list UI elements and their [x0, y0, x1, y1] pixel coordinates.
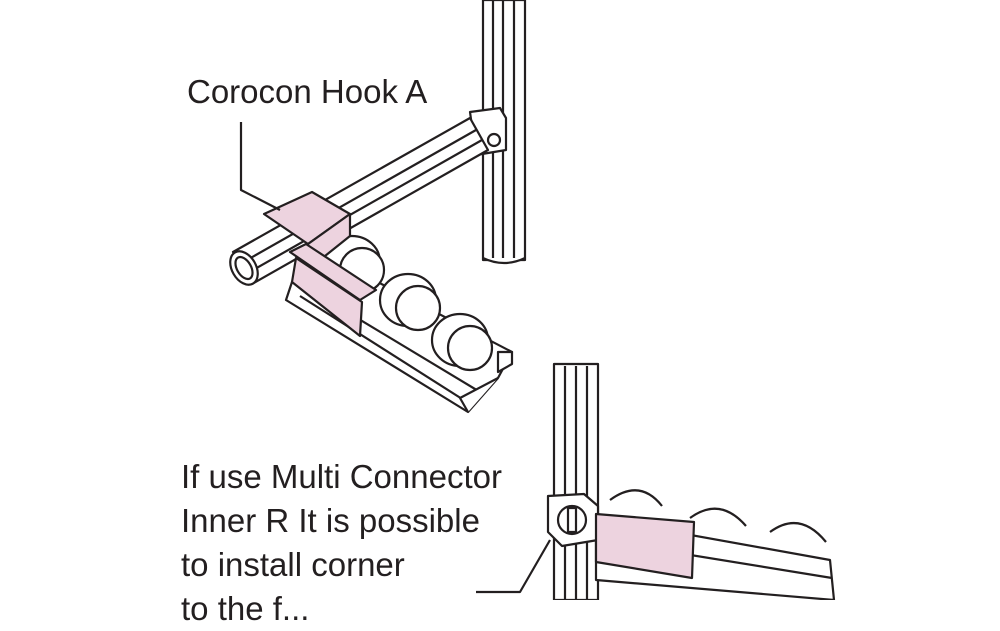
install-note-line-3: to install corner: [181, 546, 405, 583]
diagram-canvas: [229, 0, 836, 600]
corocon-hook-bottom: [594, 512, 696, 580]
diagonal-pipe: [229, 116, 490, 286]
install-note: If use Multi Connector Inner R It is pos…: [181, 455, 502, 631]
install-note-line-2: Inner R It is possible: [181, 502, 480, 539]
corocon-hook-a: [262, 190, 378, 338]
vertical-pipe-bottom: [552, 362, 600, 600]
multi-connector-inner-r: [546, 492, 600, 548]
hook-label: Corocon Hook A: [187, 73, 428, 110]
hook-leader-line: [239, 122, 281, 211]
install-note-line-1: If use Multi Connector: [181, 458, 502, 495]
assembly-diagram: Corocon Hook A If use Multi Connector In…: [181, 0, 836, 627]
rollers-top: [322, 234, 494, 372]
note-leader-line: [476, 539, 551, 594]
install-note-line-4: to the f...: [181, 590, 310, 627]
